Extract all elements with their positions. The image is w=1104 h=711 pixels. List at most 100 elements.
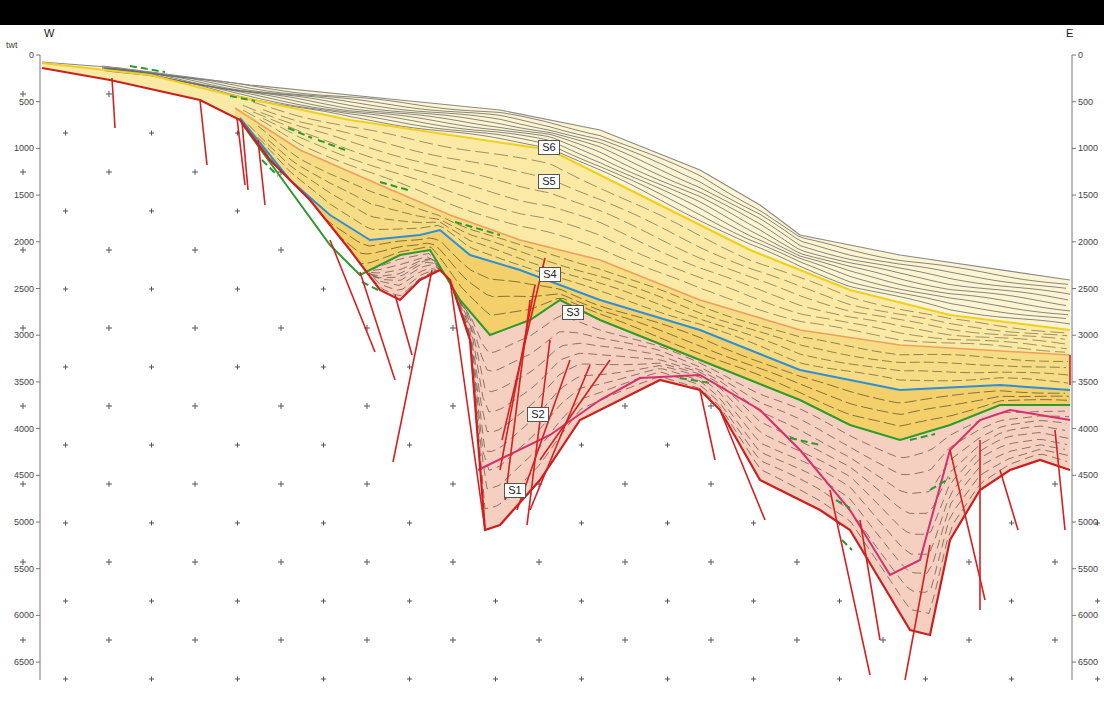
onlap-marker [842,540,852,550]
axis-value: 2500 [14,284,34,294]
axis-value: 6000 [14,610,34,620]
fault-line [360,272,395,380]
axis-value: 5000 [1078,517,1098,527]
fault-line [1055,430,1065,530]
sequence-label-box: S1 [504,483,525,498]
compass-label: W [44,27,54,39]
onlap-marker [288,128,312,138]
axis-tick [36,475,40,476]
sequence-label: S2 [531,408,544,421]
axis-tick [36,568,40,569]
fault-line [979,440,981,610]
horizon-line [42,68,1070,635]
sequence-label: S1 [508,484,521,497]
axis-tick [1072,475,1076,476]
axis-tick [1072,568,1076,569]
fault-line [393,270,432,462]
horizon-line [42,63,1070,330]
horizons [42,62,1070,635]
onlap-marker [318,140,345,150]
sequence-label: S4 [543,268,556,281]
axis-value: 1500 [14,190,34,200]
axis-value: 6000 [1078,610,1098,620]
horizon-line [240,118,1070,390]
fault-line [527,340,550,525]
axis-value: 6500 [1078,657,1098,667]
compass-label: E [1066,27,1073,39]
onlap-marker [790,438,820,445]
sequence-label-box: S5 [538,174,559,189]
fault-line [905,545,930,680]
basement-fill [0,68,1104,711]
onlap-marker [910,434,935,440]
axis-tick [36,195,40,196]
axis-value: 4500 [1078,470,1098,480]
fault-line [540,360,610,460]
fault-line [1069,355,1071,385]
horizon-line [243,125,1070,440]
axis-value: 5500 [14,564,34,574]
sequence-label-box: S3 [562,305,583,320]
axis-title: twt [6,40,18,50]
axis-value: 1000 [14,143,34,153]
horizon-line [42,62,1070,280]
axis-value: 3000 [14,330,34,340]
sequence-label-box: S6 [538,140,559,155]
axis-tick [1072,662,1076,663]
axis-tick [1072,241,1076,242]
fault-line [242,122,248,190]
onlap-marker [455,222,500,235]
horizon-line [478,375,1070,575]
axis-tick [1072,335,1076,336]
fault-line [200,100,207,165]
sequence-label: S6 [542,141,555,154]
axis-value: 6500 [14,657,34,667]
basement-crosses [0,68,1104,711]
fault-line [112,78,115,128]
axis-value: 3000 [1078,330,1098,340]
axis-tick [36,148,40,149]
fault-line [258,140,265,205]
fault-line [505,300,530,500]
sequence-label-box: S2 [527,407,548,422]
axis-tick [36,522,40,523]
onlap-marker [262,160,278,176]
axis-value: 0 [1078,50,1083,60]
axis-value: 4000 [1078,424,1098,434]
axis-tick [36,335,40,336]
fault-line [860,520,880,640]
axis-value: 2000 [14,237,34,247]
fault-line [450,280,485,530]
axis-value: 0 [29,50,34,60]
axis-tick [1072,428,1076,429]
axis-tick [36,101,40,102]
onlap-marker [836,500,850,508]
axis-tick [1072,288,1076,289]
axes [36,55,1076,680]
axis-tick [36,288,40,289]
axis-tick [36,428,40,429]
onlap-marker [680,378,710,383]
fault-line [720,410,765,520]
axis-tick [36,662,40,663]
fault-line [1000,470,1018,530]
axis-tick [1072,615,1076,616]
axis-value: 500 [19,97,34,107]
onlap-marker [380,182,408,190]
axis-tick [36,55,40,56]
faults [112,78,1070,680]
axis-tick [36,381,40,382]
axis-tick [1072,148,1076,149]
axis-value: 3500 [14,377,34,387]
axis-value: 4500 [14,470,34,480]
axis-value: 1000 [1078,143,1098,153]
top-bar [0,0,1104,25]
onlap-marker [230,96,255,101]
basement [0,68,1104,711]
axis-value: 4000 [14,424,34,434]
onlap-marker [930,478,950,490]
fault-line [500,285,535,470]
horizon-line [235,108,1070,355]
